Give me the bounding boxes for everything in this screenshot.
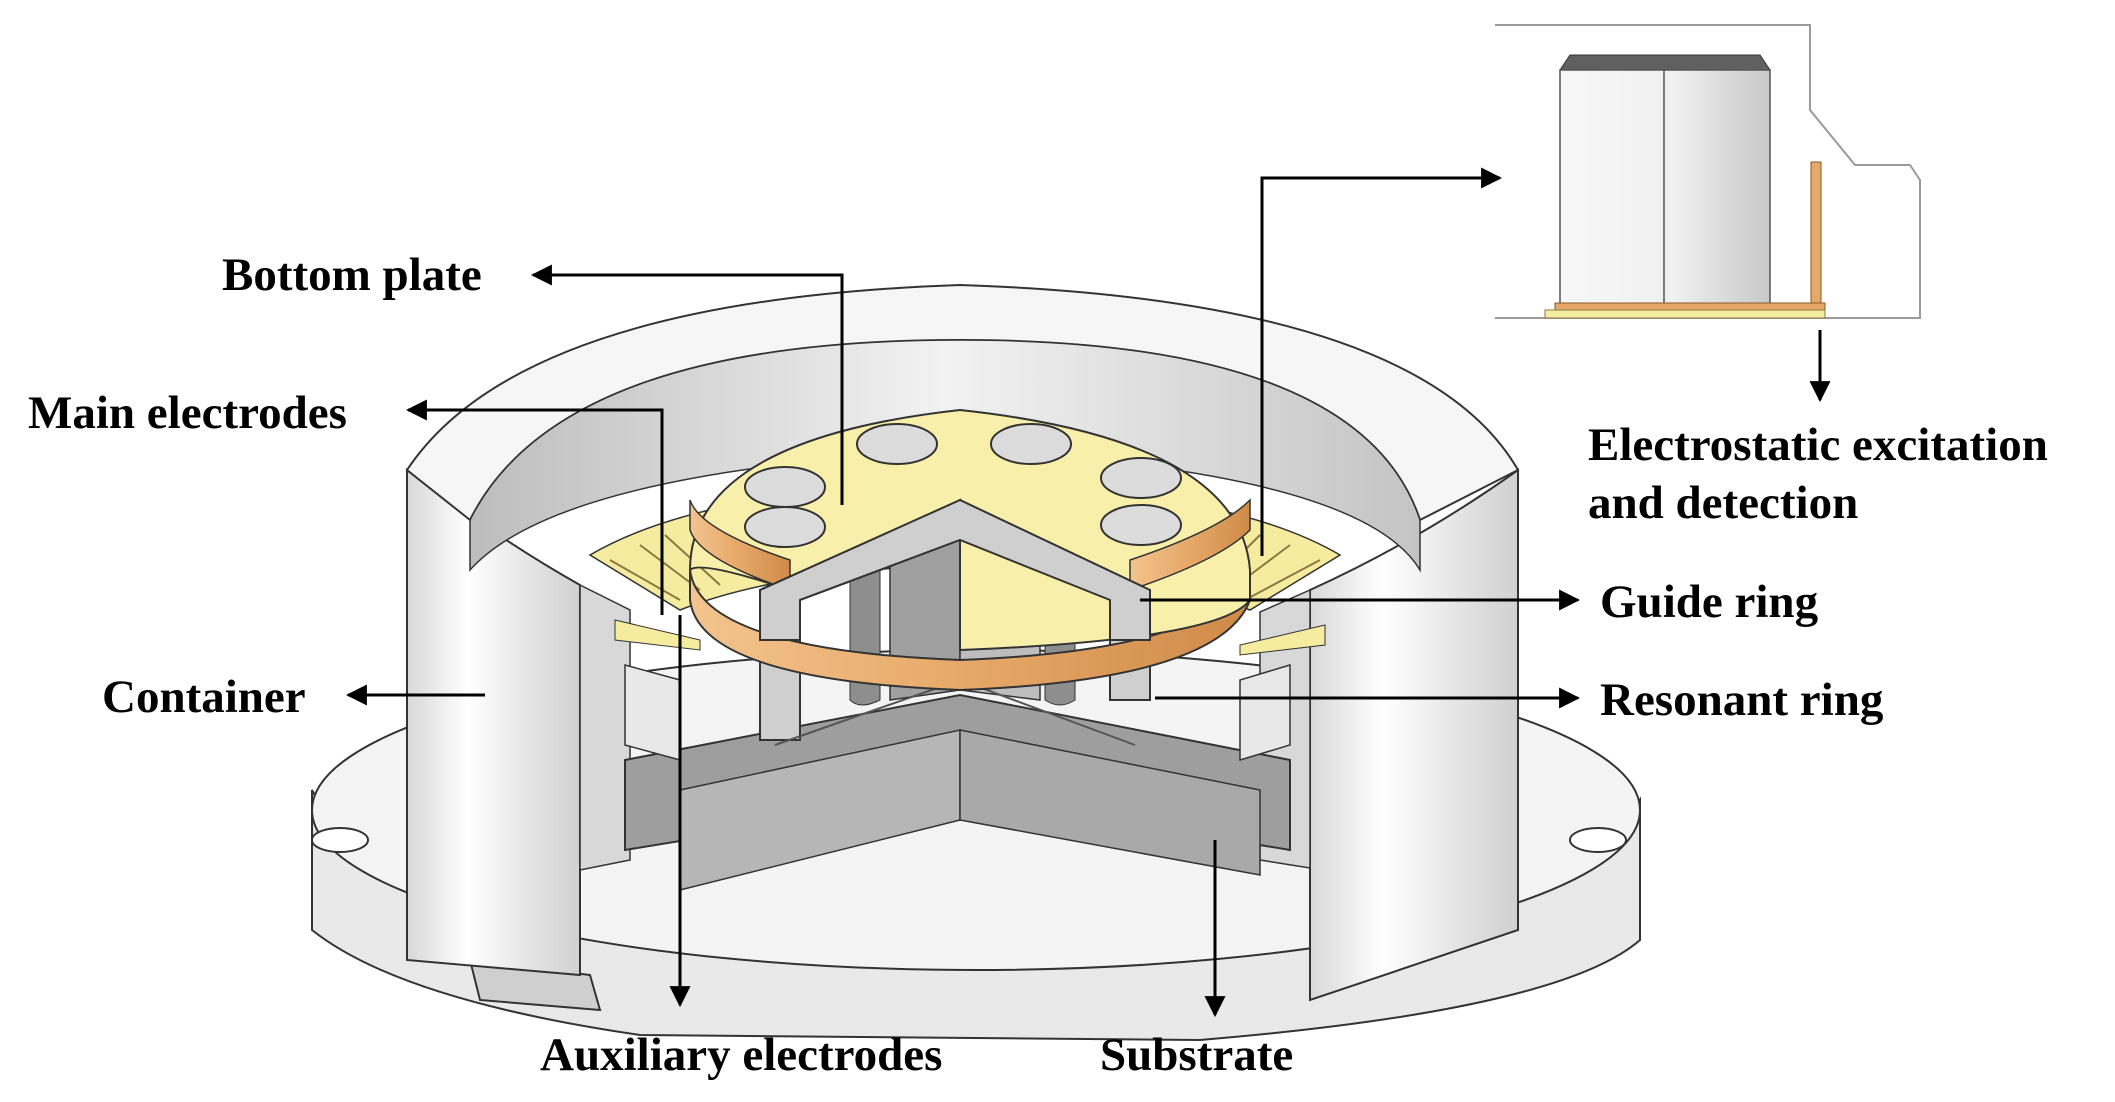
label-resonant-ring: Resonant ring xyxy=(1600,674,1884,726)
detail-inset xyxy=(1495,24,1921,319)
bottom-plate-leader xyxy=(530,264,844,505)
labels: Bottom plate Main electrodes Container A… xyxy=(28,249,2048,1081)
plate-hole xyxy=(744,466,826,508)
plate-hole xyxy=(856,423,938,465)
leader-lines xyxy=(345,167,1831,1018)
bottom-plate xyxy=(688,408,1251,692)
main-electrodes-leader xyxy=(405,399,664,615)
mounting-hole xyxy=(311,827,369,853)
plate-hole xyxy=(990,423,1072,465)
label-auxiliary-electrodes: Auxiliary electrodes xyxy=(540,1029,942,1081)
label-substrate: Substrate xyxy=(1100,1029,1293,1081)
plate-hole xyxy=(1100,504,1182,546)
label-electrostatic-line1: Electrostatic excitation xyxy=(1588,419,2048,471)
electrostatic-leader xyxy=(1260,167,1503,556)
label-guide-ring: Guide ring xyxy=(1600,576,1819,628)
mounting-hole xyxy=(1569,827,1627,853)
label-bottom-plate: Bottom plate xyxy=(222,249,482,301)
label-container: Container xyxy=(102,671,306,723)
plate-hole xyxy=(744,506,826,548)
label-electrostatic-line2: and detection xyxy=(1588,477,1858,529)
substrate-block xyxy=(624,663,1291,891)
plate-hole xyxy=(1100,457,1182,499)
label-main-electrodes: Main electrodes xyxy=(28,387,347,439)
